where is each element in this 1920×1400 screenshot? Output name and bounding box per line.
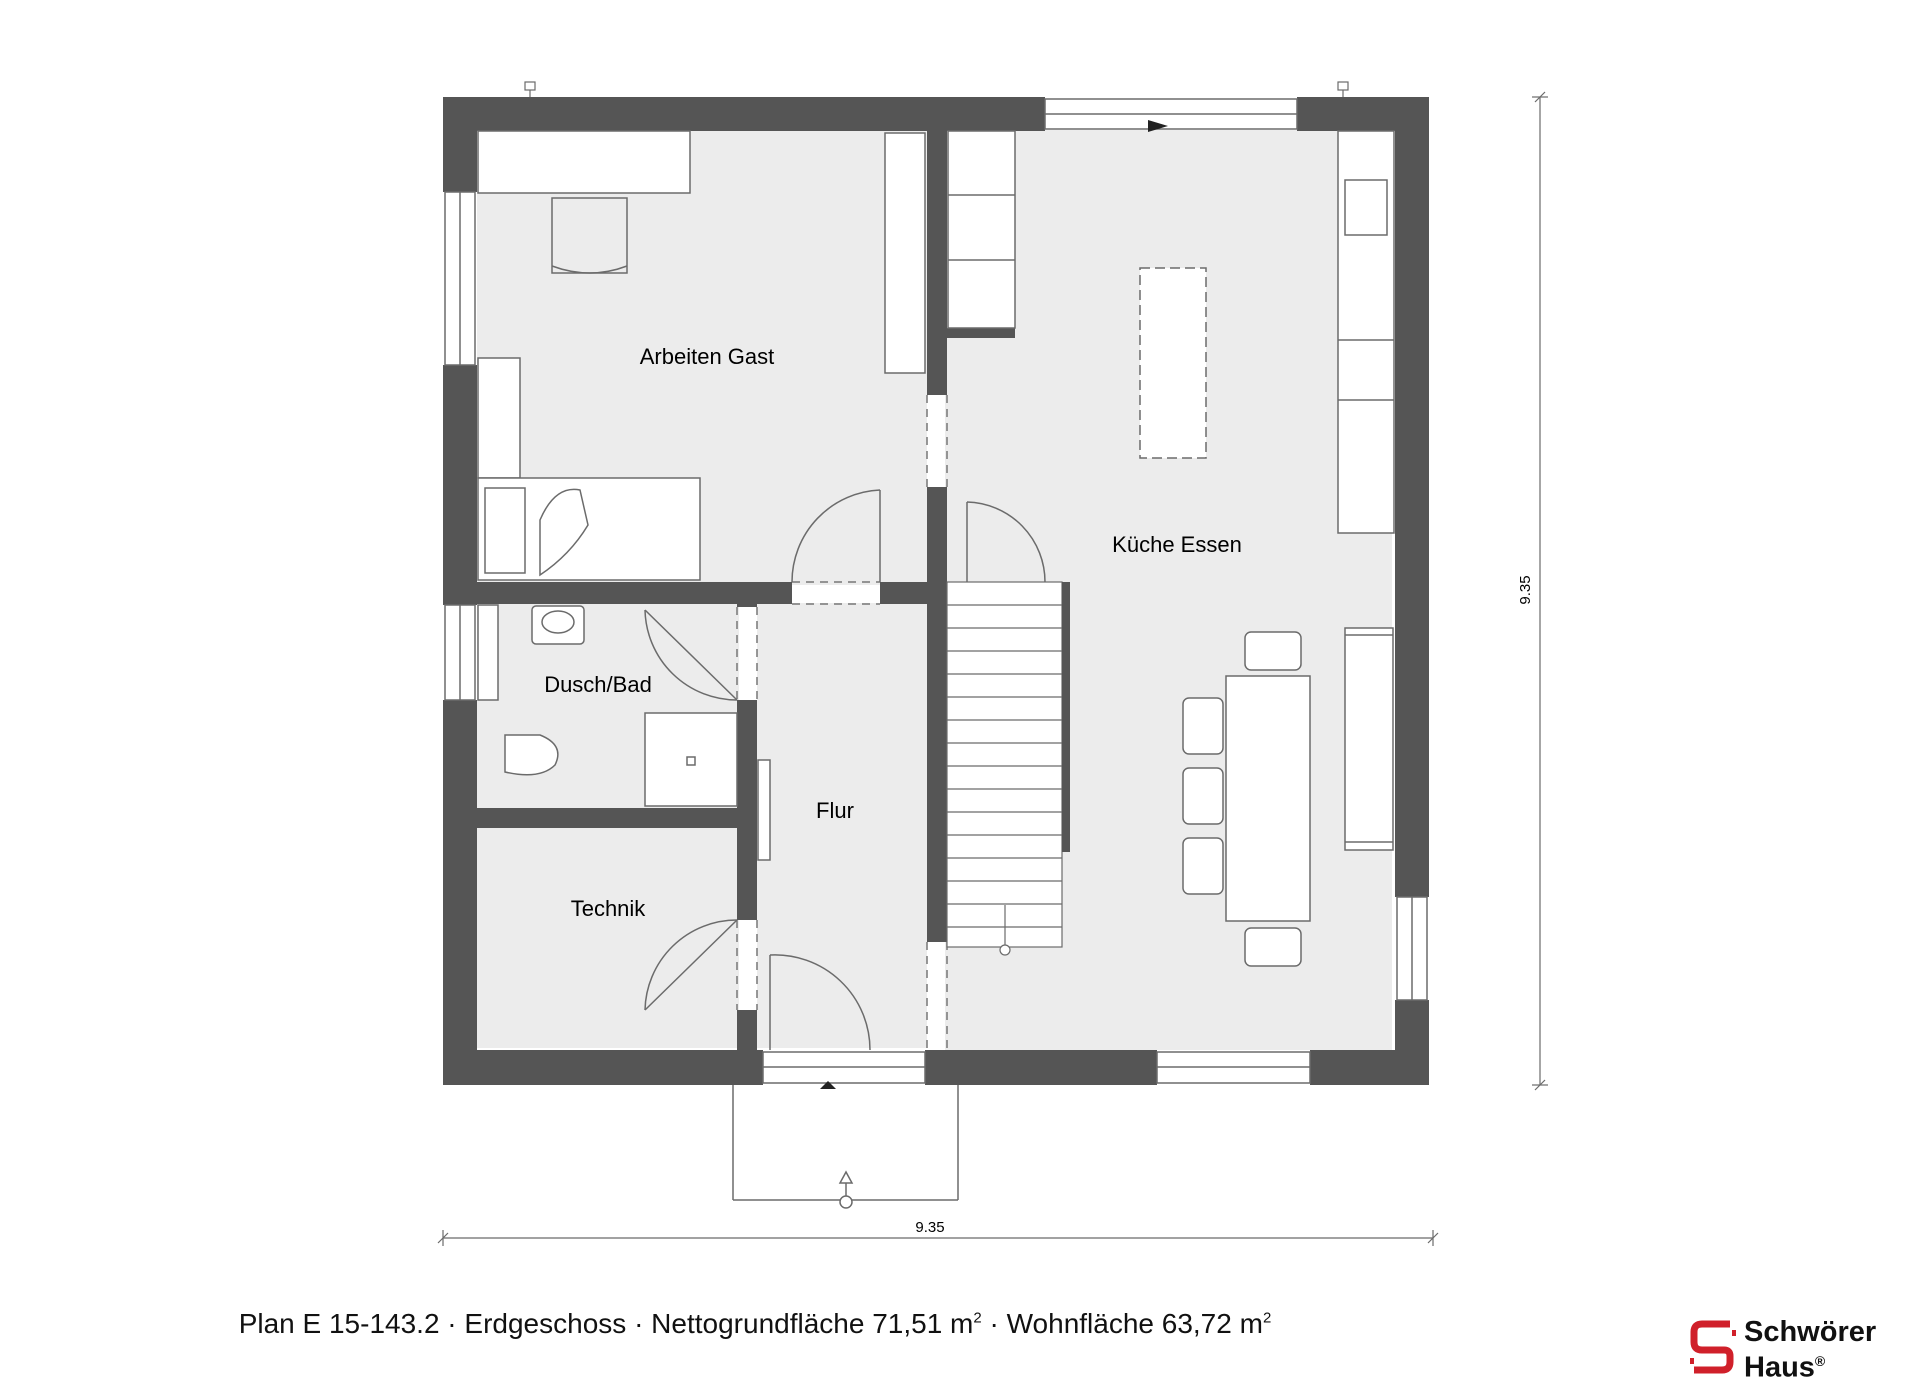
roof-markers — [524, 81, 1349, 97]
windows — [444, 98, 1428, 1084]
entrance-arrow-icon — [820, 1081, 836, 1089]
kitchen-furniture — [947, 130, 1395, 967]
caption-living-area: Wohnfläche 63,72 m — [1006, 1308, 1263, 1339]
logo-registered-mark: ® — [1814, 1353, 1826, 1369]
bath-fixtures — [477, 604, 771, 861]
width-dimension-label: 9.35 — [915, 1219, 944, 1236]
plan-caption: Plan E 15-143.2 · Erdgeschoss · Nettogru… — [0, 1308, 1510, 1340]
schwoerer-haus-logo: Schwörer Haus® — [1690, 1318, 1905, 1383]
logo-line-2: Haus — [1744, 1351, 1815, 1384]
caption-unit-exponent: 2 — [1262, 1309, 1272, 1327]
caption-unit-exponent: 2 — [973, 1309, 982, 1327]
entrance-step — [732, 1085, 959, 1209]
door-swings — [644, 489, 1046, 1051]
caption-net-area: Nettogrundfläche 71,51 m — [651, 1308, 974, 1339]
caption-floor: Erdgeschoss — [464, 1308, 627, 1339]
height-dimension-label: 9.35 — [1517, 575, 1534, 604]
floor-plan: 9.35 9.35 Arbeiten Gast Küche Essen Dusc… — [437, 81, 1548, 1246]
caption-separator: · — [989, 1308, 999, 1339]
dimension-lines — [437, 91, 1548, 1246]
walls — [443, 97, 1429, 1085]
caption-separator: · — [634, 1308, 644, 1339]
arbeiten-gast-furniture — [477, 130, 926, 581]
room-label-technik: Technik — [571, 896, 647, 921]
floor-areas — [477, 130, 1392, 1050]
window-arrow-icon — [1148, 120, 1168, 132]
room-label-dusch-bad: Dusch/Bad — [544, 672, 652, 697]
caption-plan: Plan E 15-143.2 — [238, 1308, 440, 1339]
caption-separator: · — [447, 1308, 457, 1339]
logo-mark-icon — [1690, 1320, 1736, 1374]
door-openings — [736, 395, 948, 1050]
room-label-arbeiten-gast: Arbeiten Gast — [640, 344, 775, 369]
room-label-flur: Flur — [816, 798, 854, 823]
logo-wordmark: Schwörer Haus® — [1744, 1318, 1876, 1383]
staircase — [946, 581, 1070, 956]
logo-line-1: Schwörer — [1744, 1316, 1877, 1348]
room-label-kueche-essen: Küche Essen — [1112, 532, 1242, 557]
